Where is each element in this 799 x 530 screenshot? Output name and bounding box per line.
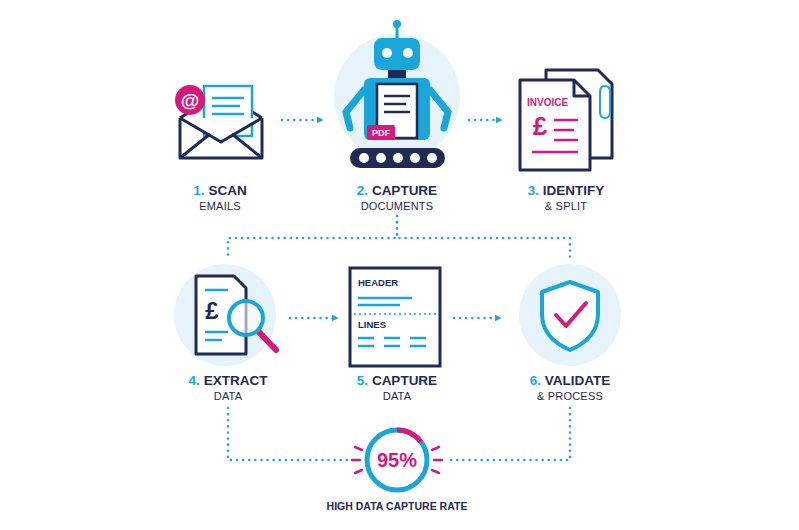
icon-text: @ <box>181 91 200 110</box>
step-title: 3. IDENTIFY <box>506 182 626 199</box>
step-box: 1. SCANEMAILS <box>160 72 280 214</box>
flow-connector <box>447 408 570 460</box>
flow-connector <box>454 317 501 320</box>
step-subtitle: DOCUMENTS <box>327 199 467 214</box>
step-subtitle: DATA <box>168 389 288 404</box>
shield-icon <box>519 264 621 366</box>
step-subtitle: & SPLIT <box>506 199 626 214</box>
icon-text: £ <box>533 113 547 139</box>
icon-text: LINES <box>358 320 386 330</box>
flow-connector <box>290 317 338 320</box>
flow-connector <box>228 216 397 260</box>
flow-connector <box>397 216 570 260</box>
flow-connector <box>282 119 323 122</box>
envelope-icon <box>175 85 262 158</box>
flow-connector <box>469 119 502 122</box>
step-title: 6. VALIDATE <box>505 372 635 389</box>
icon-text: £ <box>205 299 218 323</box>
robot-icon <box>334 20 460 168</box>
icon-text: INVOICE <box>527 98 568 108</box>
invoice-icon <box>520 70 612 170</box>
step-box: 4. EXTRACTDATA <box>168 262 288 404</box>
step-title: 4. EXTRACT <box>168 372 288 389</box>
step-subtitle: DATA <box>342 389 452 404</box>
rate-circle: 95%HIGH DATA CAPTURE RATE <box>367 430 427 490</box>
rate-value: 95% <box>367 430 427 490</box>
step-title: 2. CAPTURE <box>327 182 467 199</box>
rate-ring <box>352 430 442 490</box>
icon-text: PDF <box>372 129 390 138</box>
step-box: 2. CAPTUREDOCUMENTS <box>327 30 467 214</box>
step-box: 6. VALIDATE& PROCESS <box>505 262 635 404</box>
step-subtitle: EMAILS <box>160 199 280 214</box>
rate-caption: HIGH DATA CAPTURE RATE <box>287 500 507 512</box>
flow-connector <box>228 408 347 460</box>
document-icon <box>350 268 440 366</box>
extract-icon <box>174 264 276 366</box>
step-subtitle: & PROCESS <box>505 389 635 404</box>
step-box: 3. IDENTIFY& SPLIT <box>506 66 626 214</box>
step-title: 5. CAPTURE <box>342 372 452 389</box>
step-title: 1. SCAN <box>160 182 280 199</box>
icon-text: HEADER <box>358 278 398 288</box>
